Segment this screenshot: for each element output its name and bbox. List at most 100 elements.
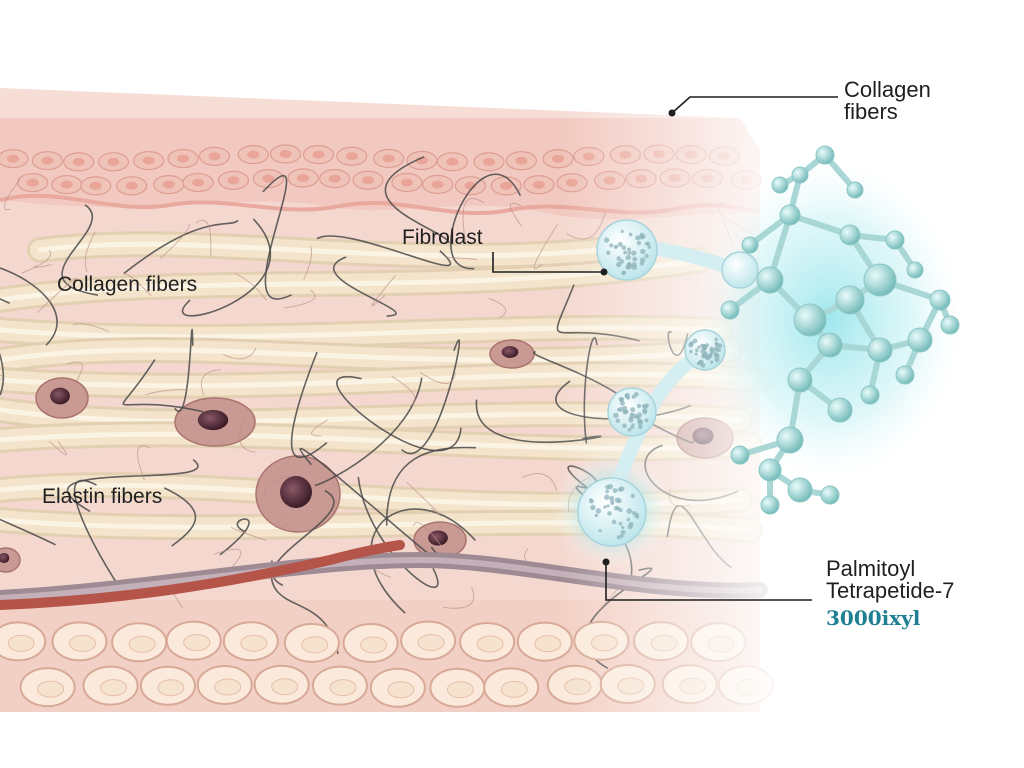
sphere-pore	[616, 261, 622, 268]
sphere-pore	[630, 407, 636, 413]
epidermal-nucleus	[142, 156, 155, 165]
fine-fiber	[21, 249, 51, 274]
sphere-pore	[636, 412, 643, 418]
leader-fibroblast	[492, 252, 604, 273]
epidermal-nucleus	[297, 174, 310, 183]
sphere-pore	[644, 253, 649, 259]
sphere-pore	[589, 498, 593, 502]
fibroblast-nucleus	[197, 409, 229, 431]
fine-fiber	[137, 445, 151, 481]
sphere-pore	[631, 264, 637, 271]
sphere-pore	[614, 497, 621, 503]
sphere-pore	[613, 505, 619, 511]
fine-fiber	[84, 231, 96, 272]
epidermal-nucleus	[515, 156, 528, 165]
elastin-fiber	[163, 487, 197, 547]
sphere-pore	[636, 240, 642, 246]
sphere-pore	[624, 394, 630, 399]
fat-cell-core	[100, 679, 128, 697]
sphere-pore	[632, 256, 638, 262]
fat-cell-core	[534, 635, 562, 653]
sphere-pore	[640, 248, 646, 255]
sphere-pore	[715, 348, 719, 352]
molecule-bond	[787, 212, 853, 238]
elastin-fiber	[262, 174, 292, 300]
sphere-pore	[618, 521, 623, 526]
epidermal-nucleus	[41, 156, 54, 165]
fine-fiber	[263, 475, 290, 497]
elastin-fiber	[333, 256, 397, 317]
fat-cell-core	[7, 634, 35, 652]
epidermal-nucleus	[26, 178, 39, 187]
fine-fiber	[230, 526, 267, 541]
sphere-pore	[695, 348, 699, 353]
molecule-atom	[906, 261, 924, 279]
sphere-pore	[627, 524, 633, 530]
fat-cell-core	[68, 634, 96, 652]
sphere-pore	[604, 494, 610, 500]
sphere-pore	[700, 348, 706, 354]
elastin-fiber	[384, 156, 451, 244]
sphere-pore	[613, 412, 619, 419]
fibroblast-nucleus	[501, 346, 519, 358]
epidermal-nucleus	[177, 154, 190, 163]
fine-fiber	[419, 371, 456, 384]
molecule-atom	[820, 485, 840, 505]
sphere-pore	[619, 400, 625, 406]
fine-fiber	[303, 245, 312, 280]
fat-cell-core	[360, 636, 388, 654]
elastin-fiber	[122, 359, 204, 413]
sphere-pore	[621, 245, 627, 251]
fine-fiber	[160, 223, 191, 259]
fibroblast-nucleus	[0, 552, 10, 564]
sphere-pore	[704, 351, 708, 355]
epidermal-nucleus	[345, 152, 358, 161]
fat-cell-core	[240, 634, 268, 652]
epidermal-nucleus	[6, 154, 19, 163]
epidermal-nucleus	[362, 176, 375, 185]
sphere-pore	[625, 254, 631, 260]
fine-fiber	[234, 273, 267, 301]
fine-fiber	[36, 277, 77, 313]
leader-collagen-top	[671, 96, 838, 114]
elastin-fiber	[219, 518, 250, 556]
elastin-fiber	[0, 267, 58, 346]
label-line: Collagen	[844, 77, 931, 102]
molecule-atom	[867, 337, 893, 363]
epidermal-nucleus	[125, 181, 138, 190]
sphere-pore	[606, 250, 611, 255]
sphere-pore	[610, 500, 615, 504]
fine-fiber	[0, 374, 3, 381]
fat-cell-core	[37, 680, 65, 698]
sphere-pore	[604, 237, 610, 243]
sphere-pore	[637, 419, 644, 426]
leader-dot	[668, 109, 676, 117]
molecule-atom	[730, 445, 750, 465]
elastin-fiber	[174, 328, 194, 412]
label-line: fibers	[844, 99, 898, 124]
sphere-pore	[636, 403, 642, 409]
molecule-atom	[758, 458, 782, 482]
sphere-pore	[607, 483, 614, 490]
elastin-fiber	[316, 235, 451, 267]
sphere-pore	[616, 256, 622, 261]
fine-fiber	[200, 369, 221, 396]
sphere-pore	[705, 343, 710, 348]
fat-cell-core	[128, 635, 156, 653]
fine-fiber	[406, 482, 442, 517]
label-palmitoyl-tetrapeptide: Palmitoyl Tetrapetide-7	[826, 558, 954, 602]
sphere-pore	[640, 257, 646, 263]
sphere-pore	[616, 407, 621, 412]
fat-cell-core	[446, 681, 474, 699]
sphere-pore	[705, 354, 711, 361]
sphere-pore	[611, 519, 617, 525]
elastin-fiber	[123, 219, 239, 275]
fine-fiber	[195, 219, 212, 257]
molecule-atom	[720, 300, 740, 320]
elastin-fiber	[181, 218, 272, 317]
leader-dot	[602, 558, 610, 566]
molecule-atom	[787, 367, 813, 393]
sphere-pore	[594, 513, 599, 518]
epidermal-nucleus	[227, 176, 240, 185]
